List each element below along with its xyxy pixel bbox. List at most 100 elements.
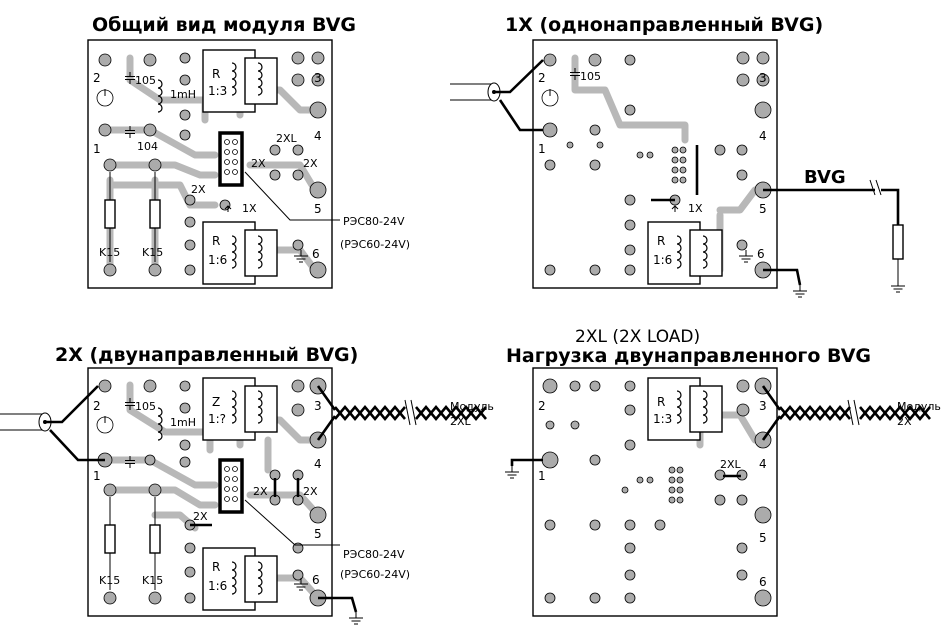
panel-2xl: 2XL (2X LOAD) Нагрузка двунаправленного … [504,327,941,617]
xfmr-top-line2: 1:3 [208,84,227,98]
pin-2: 2 [93,399,101,413]
panel-2x-title: 2X (двунаправленный BVG) [55,344,358,366]
module-label-2: 2X [897,415,912,428]
bvg-label: BVG [804,167,846,188]
xfmr-top-line1: Z [212,395,220,409]
pin-6: 6 [757,247,765,261]
ground-symbol [348,611,364,625]
xfmr-line1: R [657,395,665,409]
res1-label: K15 [99,574,120,587]
twisted-pair [778,405,852,421]
resistor-2 [149,199,161,229]
jumper-2x-label: 2X [251,157,266,170]
relay-outline [218,131,244,187]
module-label-1: Модуль [897,400,941,413]
pin-4: 4 [759,129,767,143]
cap1-label: 105 [135,400,156,413]
pin-1: 1 [93,142,101,156]
pin-5: 5 [314,202,322,216]
input-wire [45,385,99,424]
relay-label-2: (РЭС60-24V) [340,238,410,251]
output-wire [316,385,337,441]
ground-symbol [890,279,906,293]
trace [716,186,759,214]
jumper-1x-label: 1X [242,202,257,215]
panel-2x: 2X (двунаправленный BVG) Z 1:? R 1:6 [0,344,494,625]
xfmr-bot-line1: R [212,234,220,248]
xfmr-line2: 1:6 [653,253,672,267]
jumper-2xl-label: 2XL [276,132,298,145]
pin-3: 3 [314,399,322,413]
resistor-1 [104,524,116,554]
output-wire [881,188,900,225]
pads [98,51,327,279]
cable-break [404,399,417,426]
relay-label-1: РЭС80-24V [343,215,405,228]
pin-4: 4 [314,129,322,143]
panel-2xl-title-1: 2XL (2X LOAD) [575,327,700,347]
output-wire [761,385,782,441]
trace [571,54,689,144]
pin-5: 5 [314,527,322,541]
resistor-1 [104,199,116,229]
ground-symbol [792,284,808,298]
relay-pins [224,139,238,175]
pads [541,377,772,607]
arrow [224,205,232,212]
panel-2xl-title-2: Нагрузка двунаправленного BVG [506,345,871,367]
xfmr-line1: R [657,234,665,248]
res2-label: K15 [142,246,163,259]
xfmr-line2: 1:3 [653,412,672,426]
input-wire [494,59,544,94]
panel-general-title: Общий вид модуля BVG [92,14,356,36]
ground-wire [318,596,358,613]
xfmr-bot-line1: R [212,560,220,574]
pin-4: 4 [314,457,322,471]
module-label-1: Модуль [450,400,494,413]
resistor-2 [149,524,161,554]
relay-pins [224,466,238,502]
jumper-2xl-label: 2XL [720,458,742,471]
pin-2: 2 [93,71,101,85]
input-wire [498,99,543,132]
panel-general: Общий вид модуля BVG R 1:3 R 1:6 [87,14,410,289]
xfmr-top-line1: R [212,67,220,81]
pin-1: 1 [538,142,546,156]
arrow [671,205,679,212]
load-resistor [892,224,904,260]
cable-break [869,179,882,196]
jumper-2x-label: 2X [303,485,318,498]
res1-label: K15 [99,246,120,259]
pin-6: 6 [312,247,320,261]
module-label-2: 2XL [450,415,472,428]
jumper-2x-label: 2X [253,485,268,498]
pin-6: 6 [759,575,767,589]
jumper-2x-label: 2X [191,183,206,196]
ground-wire [510,458,543,466]
pin-5: 5 [759,531,767,545]
panel-1x: 1X (однонаправленный BVG) R 1:6 [450,14,906,298]
jumper-2x-label: 2X [193,510,208,523]
pin-3: 3 [759,399,767,413]
pin-4: 4 [759,457,767,471]
cap2-label: 104 [137,140,158,153]
jumper-2x-label: 2X [303,157,318,170]
pads [542,51,772,279]
pin-2: 2 [538,71,546,85]
res2-label: K15 [142,574,163,587]
xfmr-bot-line2: 1:6 [208,579,227,593]
callout-line [244,499,340,546]
inductor-label: 1mH [170,416,196,429]
pin-5: 5 [759,202,767,216]
ground-wire [763,268,802,286]
jumper-1x-label: 1X [688,202,703,215]
cap-label: 105 [580,70,601,83]
cable-break [847,399,860,426]
trace [106,181,219,209]
relay-label-1: РЭС80-24V [343,548,405,561]
relay-label-2: (РЭС60-24V) [340,568,410,581]
relay-outline [218,458,244,514]
pads [97,377,327,607]
panel-1x-title: 1X (однонаправленный BVG) [505,14,823,36]
